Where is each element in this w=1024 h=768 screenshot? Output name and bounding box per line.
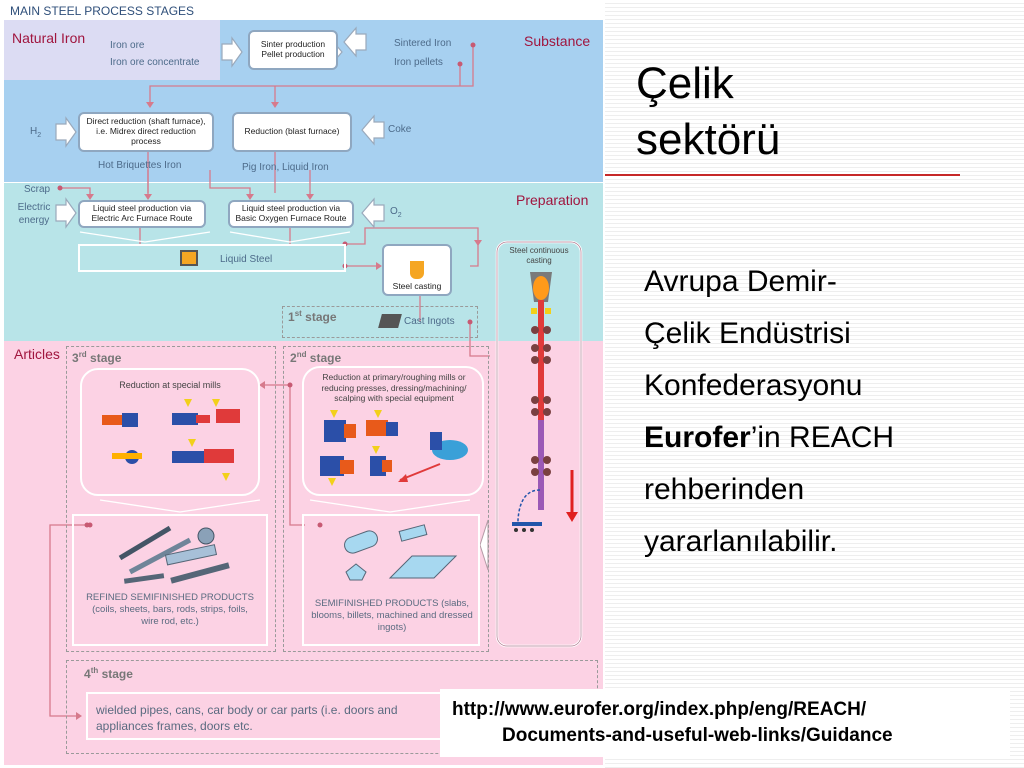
box-eaf-route: Liquid steel production via Electric Arc… <box>78 200 206 228</box>
body-line-6: yararlanılabilir. <box>644 525 838 558</box>
refined-products-panel <box>72 514 268 646</box>
section-natural-iron: Natural Iron <box>12 30 86 46</box>
body-line-4: Eurofer’in REACH <box>644 412 984 464</box>
label-liquid-steel: Liquid Steel <box>220 254 273 265</box>
body-line-1: Avrupa Demir- <box>644 265 837 298</box>
slide-title-line-2: sektörü <box>636 115 781 164</box>
second-stage-box <box>283 346 489 652</box>
refined-products-illustration <box>118 525 230 584</box>
section-substance: Substance <box>524 33 591 49</box>
label-cast-ingots: Cast Ingots <box>404 316 455 327</box>
label-primary-mills: Reduction at primary/roughing mills or r… <box>321 372 467 404</box>
box-blast-furnace: Reduction (blast furnace) <box>232 112 352 152</box>
body-after-bold: ’in REACH <box>750 421 895 454</box>
label-refined-products: REFINED SEMIFINISHED PRODUCTS (coils, sh… <box>86 592 254 627</box>
box-direct-reduction: Direct reduction (shaft furnace), i.e. M… <box>78 112 214 152</box>
body-line-2: Çelik Endüstrisi <box>644 317 851 350</box>
fourth-stage-label: 4th stage <box>84 666 133 681</box>
body-line-3: Konfederasyonu <box>644 369 863 402</box>
label-fourth-stage-products: wielded pipes, cans, car body or car par… <box>96 703 398 733</box>
first-stage-label: 1st stage <box>288 309 337 324</box>
semifinished-products-panel <box>302 514 480 646</box>
label-special-mills: Reduction at special mills <box>119 380 221 390</box>
section-preparation: Preparation <box>516 192 589 208</box>
slide-body: Avrupa Demir- Çelik Endüstrisi Konfedera… <box>644 256 984 568</box>
body-eurofer-bold: Eurofer <box>644 421 751 454</box>
label-iron-pellets: Iron pellets <box>394 57 443 68</box>
special-mills-panel <box>80 368 260 496</box>
steel-process-diagram: MAIN STEEL PROCESS STAGES <box>4 4 603 765</box>
natural-iron-panel <box>4 20 220 80</box>
diagram-title: MAIN STEEL PROCESS STAGES <box>10 4 195 18</box>
url-line-1[interactable]: http://www.eurofer.org/index.php/eng/REA… <box>452 699 867 720</box>
section-articles: Articles <box>14 346 60 362</box>
box-sinter-pellet: Sinter production Pellet production <box>248 30 338 70</box>
semifinished-products-illustration <box>344 524 458 581</box>
label-h2: H2 <box>30 126 42 139</box>
ladle-icon <box>180 250 198 266</box>
label-o2: O2 <box>390 206 402 219</box>
body-line-5: rehberinden <box>644 473 805 506</box>
label-continuous-casting: Steel continuous casting <box>509 246 569 265</box>
label-pig-iron: Pig Iron, Liquid Iron <box>242 162 329 173</box>
slide-title: Çelik sektörü <box>636 56 780 168</box>
special-mills-illustration <box>102 399 240 481</box>
label-electric-energy: Electric energy <box>17 202 51 226</box>
primary-mills-illustration <box>320 410 468 486</box>
casting-icon <box>410 261 424 280</box>
primary-mills-panel <box>302 366 484 496</box>
label-semifinished-products: SEMIFINISHED PRODUCTS (slabs, blooms, bi… <box>311 598 473 633</box>
label-coke: Coke <box>388 124 412 135</box>
label-scrap: Scrap <box>24 184 51 195</box>
third-stage-label: 3rd stage <box>72 350 122 365</box>
url-line-2[interactable]: Documents-and-useful-web-links/Guidance <box>502 725 893 746</box>
first-stage-box <box>282 306 478 338</box>
label-iron-ore: Iron ore <box>110 40 145 51</box>
guidance-url[interactable]: http://www.eurofer.org/index.php/eng/REA… <box>440 689 1010 757</box>
label-sintered-iron: Sintered Iron <box>394 38 452 49</box>
liquid-steel-bar <box>78 244 346 272</box>
box-steel-casting: Steel casting <box>382 244 452 296</box>
third-stage-box <box>66 346 276 652</box>
slide-title-line-1: Çelik <box>636 59 734 108</box>
ingot-icon <box>378 314 402 328</box>
label-iron-ore-concentrate: Iron ore concentrate <box>110 57 200 68</box>
box-bof-route: Liquid steel production via Basic Oxygen… <box>228 200 354 228</box>
second-stage-label: 2nd stage <box>290 350 342 365</box>
label-hot-briquettes: Hot Briquettes Iron <box>98 160 182 171</box>
title-divider <box>605 174 960 176</box>
